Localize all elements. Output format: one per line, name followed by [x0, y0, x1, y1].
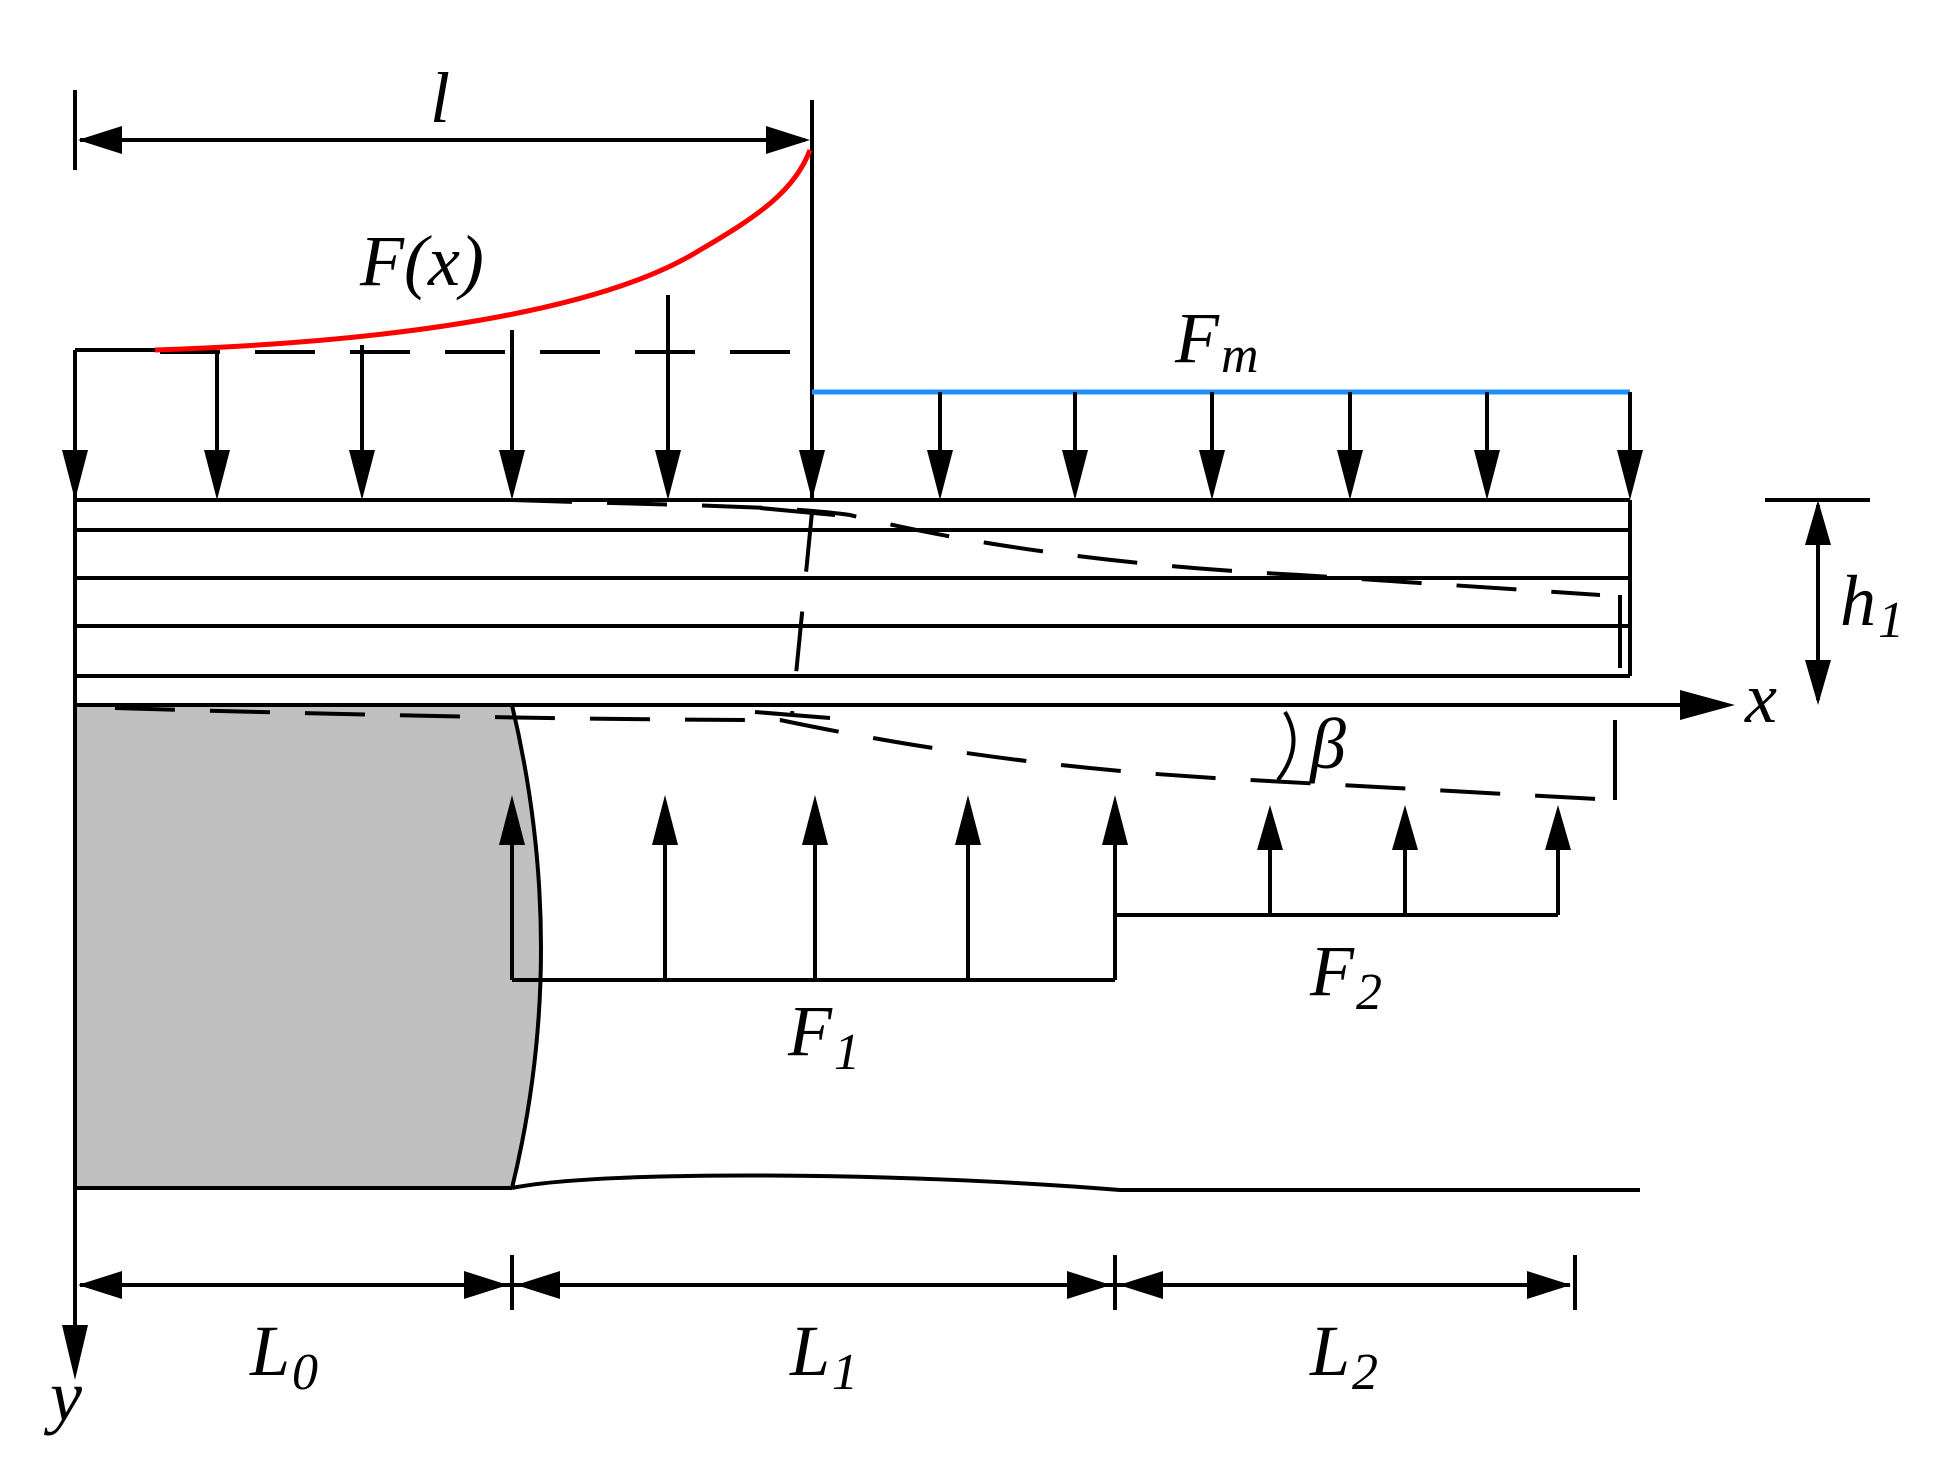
roof-strata	[75, 498, 1632, 678]
l-arrow-right	[766, 126, 810, 154]
label-h1: h1	[1840, 561, 1904, 649]
label-beta: β	[1308, 704, 1346, 784]
f2-arrows	[1115, 805, 1571, 917]
label-l1: L1	[789, 1311, 858, 1401]
y-axis-arrow	[62, 1325, 88, 1380]
x-axis-arrow	[1680, 690, 1735, 720]
label-l2: L2	[1309, 1311, 1378, 1401]
pillar-edge	[510, 704, 543, 1189]
bottom-dimensions	[78, 1255, 1577, 1310]
fracture-tick-bottom	[754, 710, 831, 720]
label-fx: F(x)	[359, 221, 484, 301]
deflected-upper	[511, 498, 1601, 597]
fracture-line	[790, 511, 814, 716]
coal-pillar	[75, 705, 541, 1188]
label-l: l	[430, 58, 450, 138]
label-y-axis: y	[43, 1356, 82, 1436]
l-arrow-left	[78, 126, 122, 154]
h1-arrow-bottom	[1805, 660, 1831, 705]
deflected-lower	[114, 706, 1616, 802]
fm-arrows	[927, 392, 1643, 500]
fx-arrows	[62, 295, 825, 500]
h1-arrow-top	[1805, 500, 1831, 545]
label-f2: F2	[1309, 931, 1382, 1021]
floor-line	[511, 1173, 1640, 1192]
fracture-tick-top	[759, 506, 836, 517]
label-x-axis: x	[1744, 658, 1777, 738]
beta-arc	[1276, 710, 1296, 782]
label-fm: Fm	[1174, 298, 1259, 384]
f1-arrows	[499, 795, 1128, 982]
label-f1: F1	[787, 991, 860, 1081]
fx-curve	[154, 149, 813, 353]
label-l0: L0	[249, 1311, 318, 1401]
